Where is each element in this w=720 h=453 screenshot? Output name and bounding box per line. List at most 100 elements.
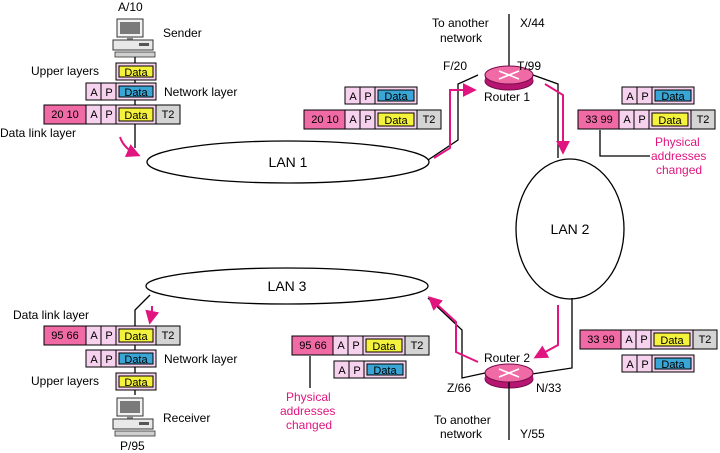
source-ip-field: A (90, 87, 98, 99)
data-field: Data (124, 354, 148, 366)
router1-network-packet: A P Data (621, 86, 695, 105)
router2-note-line1: Physical (286, 390, 331, 404)
router1-note-line1: Physical (655, 135, 700, 149)
router1-note-leader (599, 130, 650, 157)
physical-address-field: 33 99 (585, 114, 613, 126)
dest-ip-field: P (105, 109, 112, 121)
router2-right-network-packet: A P Data (621, 354, 695, 373)
router1-port-left: F/20 (443, 59, 467, 73)
data-field: Data (124, 67, 148, 79)
router2-left-frame: 95 66 A P Data T2 (291, 335, 430, 356)
router2-to-another-label: To another (434, 413, 491, 427)
router2-port-down: Y/55 (520, 427, 545, 441)
receiver-upper-layers-label: Upper layers (31, 374, 99, 388)
sender-upper-layers-label: Upper layers (31, 64, 99, 78)
trailer-field: T2 (162, 109, 175, 121)
sender-label: Sender (163, 26, 202, 40)
lan1-frame: 20 10 A P Data T2 (303, 109, 442, 130)
lan1-network-packet: A P Data (344, 86, 418, 105)
sender-network-layer-label: Network layer (164, 85, 237, 99)
receiver-data-link-label: Data link layer (13, 308, 89, 322)
sender-frame: 20 10 A P Data T2 (43, 104, 181, 125)
lan-3-label: LAN 3 (268, 278, 307, 294)
router1-port-right: T/99 (517, 59, 541, 73)
router2-note-line2: addresses (280, 404, 335, 418)
trailer-field: T2 (162, 330, 175, 342)
source-ip-field: A (338, 365, 346, 377)
source-ip-field: A (90, 354, 98, 366)
dest-ip-field: P (640, 334, 647, 346)
data-field: Data (384, 115, 408, 127)
data-field: Data (124, 110, 148, 122)
source-ip-field: A (625, 334, 633, 346)
sender-down-arrow (119, 136, 141, 158)
dest-ip-field: P (105, 87, 112, 99)
source-ip-field: A (626, 359, 634, 371)
receiver-label: Receiver (163, 411, 210, 425)
router2-left-network-packet: A P Data (333, 360, 407, 379)
data-field: Data (660, 335, 684, 347)
physical-address-field: 20 10 (51, 109, 79, 121)
lan-1 (146, 140, 430, 184)
receiver-frame: 95 66 A P Data T2 (43, 325, 181, 346)
dest-ip-field: P (105, 330, 112, 342)
sender-network-packet: A P Data (85, 82, 157, 101)
lan2-to-router2-arrow (533, 305, 559, 359)
dest-ip-field: P (364, 91, 371, 103)
data-field: Data (373, 365, 397, 377)
source-ip-field: A (90, 330, 98, 342)
physical-address-field: 95 66 (51, 330, 79, 342)
data-field: Data (384, 91, 408, 103)
dest-ip-field: P (638, 114, 645, 126)
dest-ip-field: P (641, 359, 648, 371)
data-field: Data (372, 341, 396, 353)
source-ip-field: A (626, 91, 634, 103)
router2-port-left: Z/66 (447, 381, 471, 395)
lan-2-label: LAN 2 (551, 221, 590, 237)
lan1-to-router1-arrow (433, 83, 477, 159)
router2-right-frame: 33 99 A P Data T2 (579, 329, 718, 350)
router2-note-line3: changed (286, 418, 332, 432)
physical-address-field: 95 66 (299, 340, 327, 352)
trailer-field: T2 (423, 114, 436, 126)
router1-lan2-link (532, 74, 559, 158)
dest-ip-field: P (353, 365, 360, 377)
lan1-router1-link (427, 74, 479, 161)
sender-upper-packet: Data (115, 62, 157, 81)
sender-computer-icon (112, 18, 156, 58)
receiver-network-layer-label: Network layer (164, 352, 237, 366)
data-field: Data (661, 91, 685, 103)
dest-ip-field: P (105, 354, 112, 366)
source-ip-field: A (623, 114, 631, 126)
data-field: Data (661, 359, 685, 371)
router1-label: Router 1 (484, 90, 530, 104)
source-ip-field: A (337, 340, 345, 352)
data-field: Data (124, 87, 148, 99)
source-ip-field: A (349, 114, 357, 126)
dest-ip-field: P (364, 114, 371, 126)
lan2-router2-link (531, 298, 573, 375)
physical-address-field: 20 10 (311, 114, 339, 126)
router2-to-lan3-arrow (427, 296, 479, 363)
physical-address-field: 33 99 (587, 334, 615, 346)
receiver-address: P/95 (120, 439, 145, 453)
router1-port-up: X/44 (520, 16, 545, 30)
receiver-computer-icon (112, 397, 156, 437)
data-field: Data (124, 377, 148, 389)
lan-1-label: LAN 1 (269, 154, 308, 170)
trailer-field: T2 (697, 114, 710, 126)
trailer-field: T2 (699, 334, 712, 346)
router1-note-line3: changed (656, 163, 702, 177)
router1-to-another-label: To another (432, 16, 489, 30)
data-field: Data (658, 115, 682, 127)
dest-ip-field: P (352, 340, 359, 352)
trailer-field: T2 (411, 340, 424, 352)
router1-network-label: network (440, 31, 483, 45)
router1-frame: 33 99 A P Data T2 (577, 109, 716, 130)
source-ip-field: A (90, 109, 98, 121)
receiver-upper-packet: Data (115, 372, 157, 391)
sender-address: A/10 (118, 0, 143, 14)
receiver-network-packet: A P Data (85, 349, 157, 368)
lan-3 (145, 267, 429, 305)
